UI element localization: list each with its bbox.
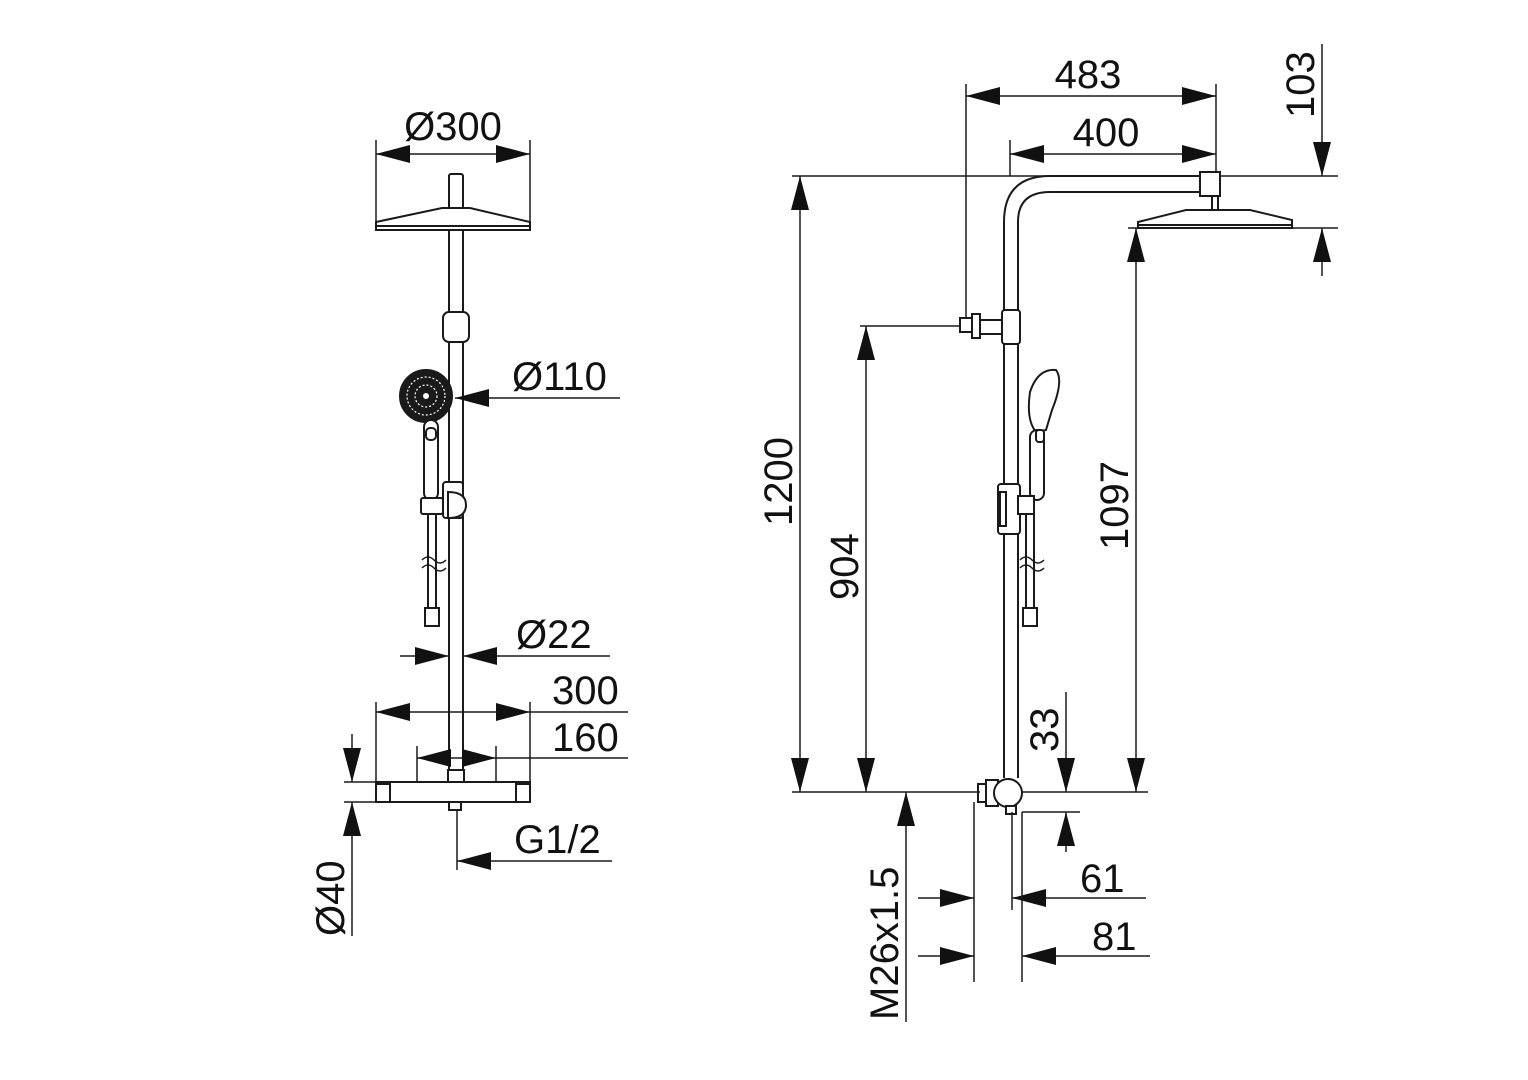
side-head-shower — [1137, 209, 1293, 229]
dim-head-height: 103 — [1279, 44, 1331, 276]
dim-thermostat-diameter: Ø40 — [309, 734, 376, 936]
side-wall-bracket — [959, 309, 1021, 345]
side-riser-rail — [997, 344, 1021, 778]
dim-bracket-height: 904 — [823, 326, 875, 792]
outlet-offset-label: 33 — [1023, 708, 1067, 753]
side-shower-arm — [1003, 171, 1221, 318]
total-height-label: 1200 — [757, 437, 801, 526]
connection-thread-label: G1/2 — [514, 818, 601, 862]
wall-distance-2-label: 81 — [1092, 915, 1137, 959]
bracket-height-label: 904 — [823, 533, 867, 600]
dim-outlet-offset: 33 — [1023, 692, 1075, 852]
handshower-diameter-label: Ø110 — [512, 355, 607, 399]
side-hand-shower — [1017, 368, 1061, 627]
dim-head-diameter: Ø300 — [375, 105, 531, 222]
head-to-bottom-label: 1097 — [1093, 461, 1137, 550]
arm-length-label: 483 — [1055, 53, 1122, 97]
head-height-label: 103 — [1279, 51, 1323, 118]
dim-total-height: 1200 — [757, 176, 809, 792]
dim-connection-thread: G1/2 — [456, 810, 612, 870]
thermostat-diameter-label: Ø40 — [309, 860, 353, 936]
dim-outlet-thread: M26x1.5 — [863, 792, 915, 1022]
dim-connection-distance: 160 — [416, 716, 628, 782]
head-diameter-label: Ø300 — [404, 105, 502, 149]
dim-rail-diameter: Ø22 — [400, 613, 610, 665]
dim-handshower-diameter: Ø110 — [455, 355, 620, 407]
rail-diameter-label: Ø22 — [516, 613, 592, 657]
dim-arm-length: 483 — [966, 53, 1216, 105]
side-thermostat — [977, 778, 1023, 815]
connection-distance-label: 160 — [552, 716, 619, 760]
side-view: 483 400 103 1200 904 — [757, 44, 1338, 1022]
front-view: Ø300 Ø110 Ø22 300 — [309, 105, 628, 936]
wall-distance-1-label: 61 — [1080, 857, 1125, 901]
dim-thermostat-width: 300 — [375, 669, 628, 782]
dim-head-to-bottom: 1097 — [1093, 228, 1145, 792]
front-head-shower — [375, 173, 531, 231]
front-hand-shower — [399, 369, 453, 627]
dim-wall-distance-1: 61 — [918, 802, 1146, 982]
dim-wall-distance-2: 81 — [918, 812, 1150, 982]
thermostat-width-label: 300 — [552, 669, 619, 713]
head-projection-label: 400 — [1073, 111, 1140, 155]
dim-head-projection: 400 — [1010, 111, 1216, 163]
front-riser-rail — [442, 230, 470, 782]
outlet-thread-label: M26x1.5 — [863, 867, 907, 1020]
front-thermostat — [375, 769, 531, 811]
